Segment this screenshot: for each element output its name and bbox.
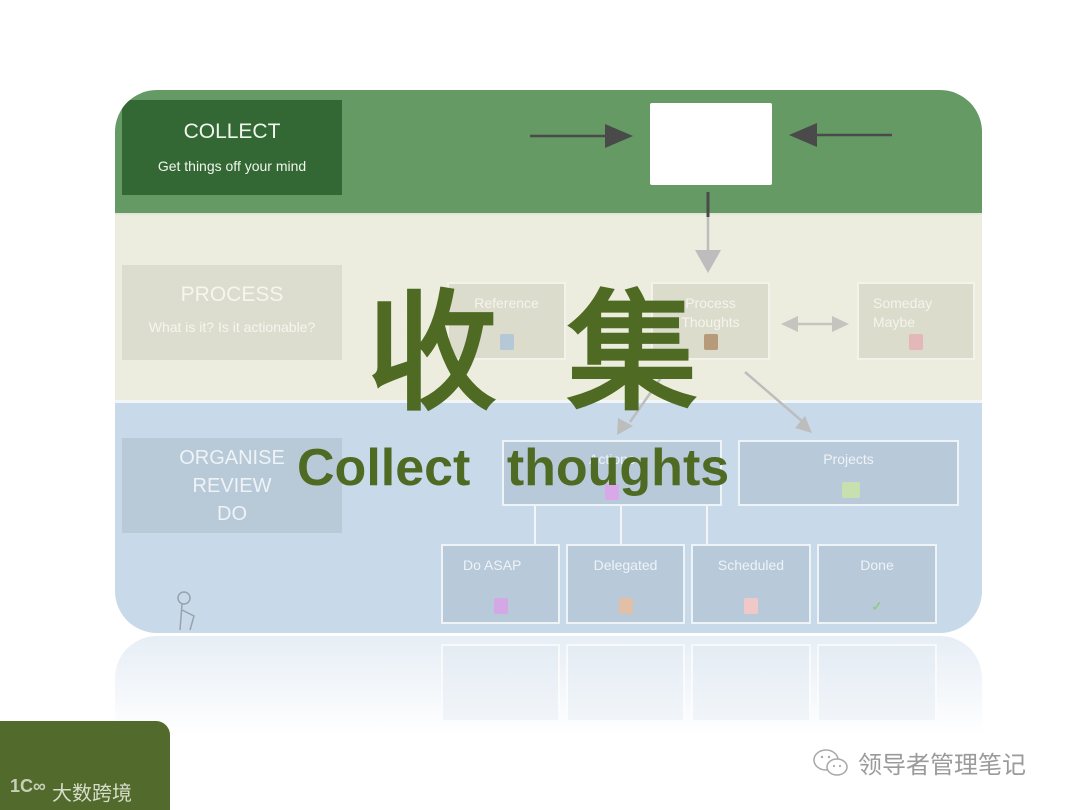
- actions-node: Actions: [502, 440, 722, 506]
- review-line2: REVIEW: [192, 475, 272, 497]
- process-subtitle: What is it? Is it actionable?: [148, 319, 316, 335]
- reflection-box: [566, 644, 685, 722]
- do-asap-node: Do ASAP: [441, 544, 560, 624]
- arrow-down-icon: [695, 250, 721, 273]
- delegated-node: Delegated: [566, 544, 685, 624]
- gem-icon: [605, 484, 619, 500]
- checkmark-icon: ✓: [871, 598, 883, 614]
- connector-line: [706, 506, 708, 545]
- folders-icon: [841, 482, 860, 498]
- organise-line1: ORGANISE: [179, 447, 285, 469]
- someday-maybe-node: Someday Maybe: [857, 282, 975, 360]
- brand-badge: 1C∞ 大数跨境: [0, 721, 170, 810]
- reflection-box: [441, 644, 560, 722]
- done-node: Done ✓: [817, 544, 937, 624]
- organise-label-box: ORGANISE REVIEW DO: [122, 438, 342, 533]
- inbox-box: [650, 103, 772, 185]
- reflection-box: [691, 644, 811, 722]
- connector-line: [534, 506, 536, 545]
- collect-label-box: COLLECT Get things off your mind: [122, 100, 342, 195]
- arrow-right-icon: [605, 124, 633, 148]
- brand-logo-icon: 1C∞: [10, 776, 46, 796]
- wechat-icon: [813, 748, 848, 776]
- hand-icon: [618, 598, 633, 614]
- connector-line: [620, 506, 622, 545]
- process-thoughts-node: Process Thoughts: [651, 282, 770, 360]
- flow-arrows: [530, 123, 892, 435]
- slide-reflection: [115, 636, 982, 736]
- overlay-chinese-title: 收集: [367, 277, 768, 429]
- watermark-text: 领导者管理笔记: [858, 751, 1026, 779]
- arrow-left-icon: [789, 123, 817, 147]
- document-icon: [493, 598, 508, 614]
- do-line3: DO: [217, 503, 247, 525]
- process-label-box: PROCESS What is it? Is it actionable?: [122, 265, 342, 360]
- overlay-english-title: Collect thoughts: [297, 439, 730, 497]
- collect-title: COLLECT: [183, 120, 281, 143]
- reflection-box: [817, 644, 937, 722]
- collect-subtitle: Get things off your mind: [157, 158, 307, 174]
- brand-name: 大数跨境: [52, 781, 132, 805]
- wechat-watermark: 领导者管理笔记: [812, 745, 1026, 780]
- gtd-diagram-slide: COLLECT Get things off your mind PROCESS…: [115, 90, 982, 633]
- projects-node: Projects: [738, 440, 959, 506]
- stick-figure-icon: [177, 591, 195, 631]
- reference-node: Reference: [447, 282, 566, 360]
- filing-cabinet-icon: [499, 334, 514, 350]
- scheduled-node: Scheduled: [691, 544, 811, 624]
- calendar-icon: [744, 598, 758, 614]
- inbox-tray-icon: [703, 334, 718, 350]
- process-title: PROCESS: [180, 283, 284, 306]
- question-note-icon: [909, 334, 923, 350]
